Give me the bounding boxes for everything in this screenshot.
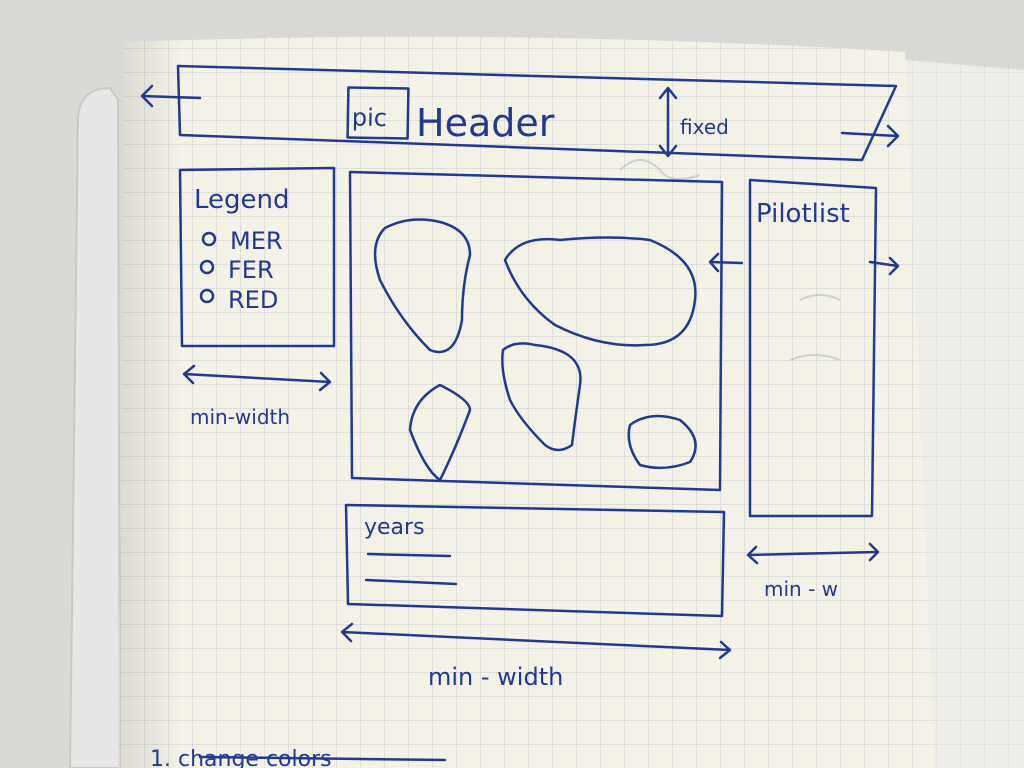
bleed-through-writing (619, 159, 841, 361)
header-left-arrow (140, 84, 202, 108)
header-box (176, 64, 898, 162)
years-width-arrow (340, 622, 732, 660)
plastic-cover (68, 86, 122, 768)
footer-strikethrough (198, 755, 447, 762)
years-line-2 (364, 578, 458, 586)
footer-note: 1. change colors (150, 747, 332, 768)
years-box (344, 503, 726, 618)
legend-radio-1 (201, 231, 217, 247)
years-title: years (364, 515, 425, 540)
legend-width-arrow (182, 364, 332, 392)
pilotlist-width-note: min - w (764, 577, 838, 601)
map-right-arrow (708, 252, 744, 273)
years-line-1 (366, 552, 452, 558)
legend-box (178, 166, 336, 348)
legend-title: Legend (194, 185, 290, 215)
map-box (348, 170, 724, 492)
legend-radio-3 (199, 288, 215, 304)
header-title: Header (416, 101, 555, 145)
pilotlist-title: Pilotlist (756, 199, 850, 229)
legend-item-2: FER (228, 256, 274, 284)
pilotlist-width-arrow (746, 542, 880, 565)
legend-width-note: min-width (190, 405, 290, 429)
world-map (373, 218, 697, 482)
header-fixed-label: fixed (680, 115, 729, 139)
legend-item-3: RED (228, 286, 278, 314)
header-right-arrow (840, 124, 900, 148)
legend-item-1: MER (230, 227, 283, 255)
legend-radio-2 (199, 259, 215, 275)
pilotlist-right-arrow (868, 256, 900, 276)
years-width-note: min - width (428, 663, 563, 691)
header-height-arrow (658, 86, 678, 158)
header-pic-box (346, 86, 410, 140)
header-pic-label: pic (352, 104, 388, 133)
pilotlist-box (748, 178, 878, 518)
